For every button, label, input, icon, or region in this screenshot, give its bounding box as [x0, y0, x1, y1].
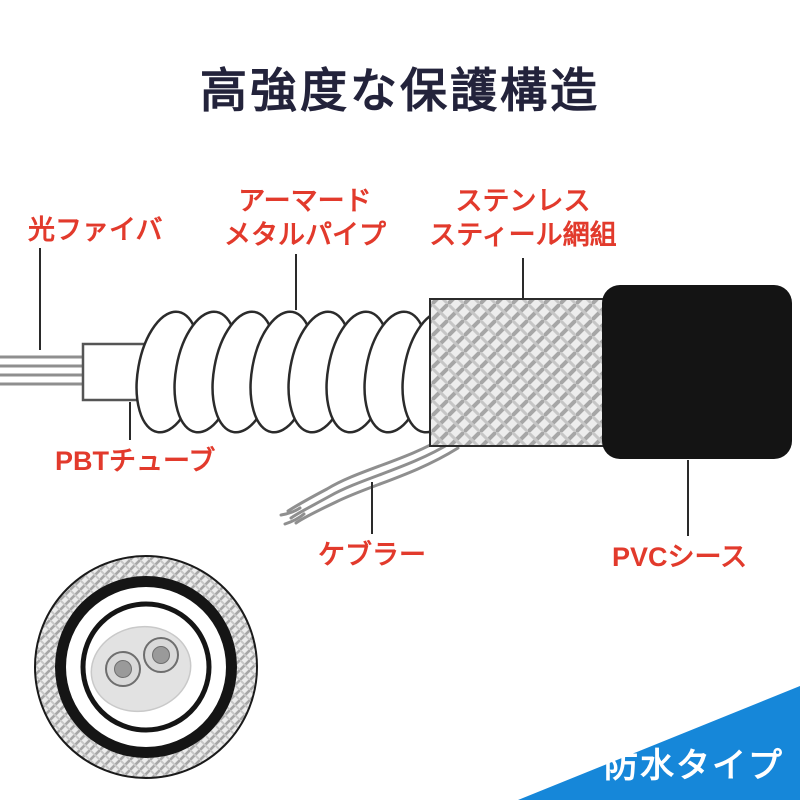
label-kevlar: ケブラー — [318, 540, 426, 570]
label-armored-line2: メタルパイプ — [224, 220, 386, 250]
pvc-sheath — [602, 285, 792, 459]
label-optical-fiber: 光ファイバ — [28, 215, 163, 245]
label-pvc-sheath: PVCシース — [612, 542, 748, 572]
page-title: 高強度な保護構造 — [200, 64, 600, 117]
label-stainless-braid: ステンレス スティール網組 — [429, 184, 616, 252]
armored-metal-pipe — [135, 310, 467, 434]
waterproof-banner-text: 防水タイプ — [604, 747, 784, 785]
label-armored-line1: アーマード — [238, 186, 372, 216]
label-stainless-line2: スティール網組 — [429, 220, 617, 250]
cable-cross-section — [34, 555, 258, 779]
label-armored-metal-pipe: アーマード メタルパイプ — [224, 184, 386, 252]
leader-lines — [39, 248, 689, 536]
optical-fiber-strands — [0, 355, 96, 386]
kevlar-strands — [279, 434, 460, 526]
cross-section-fiber-1 — [105, 651, 141, 687]
label-pbt-tube: PBTチューブ — [55, 446, 216, 476]
cross-section-fiber-2 — [143, 637, 179, 673]
stainless-steel-braid — [429, 298, 609, 447]
label-stainless-line1: ステンレス — [455, 186, 591, 216]
